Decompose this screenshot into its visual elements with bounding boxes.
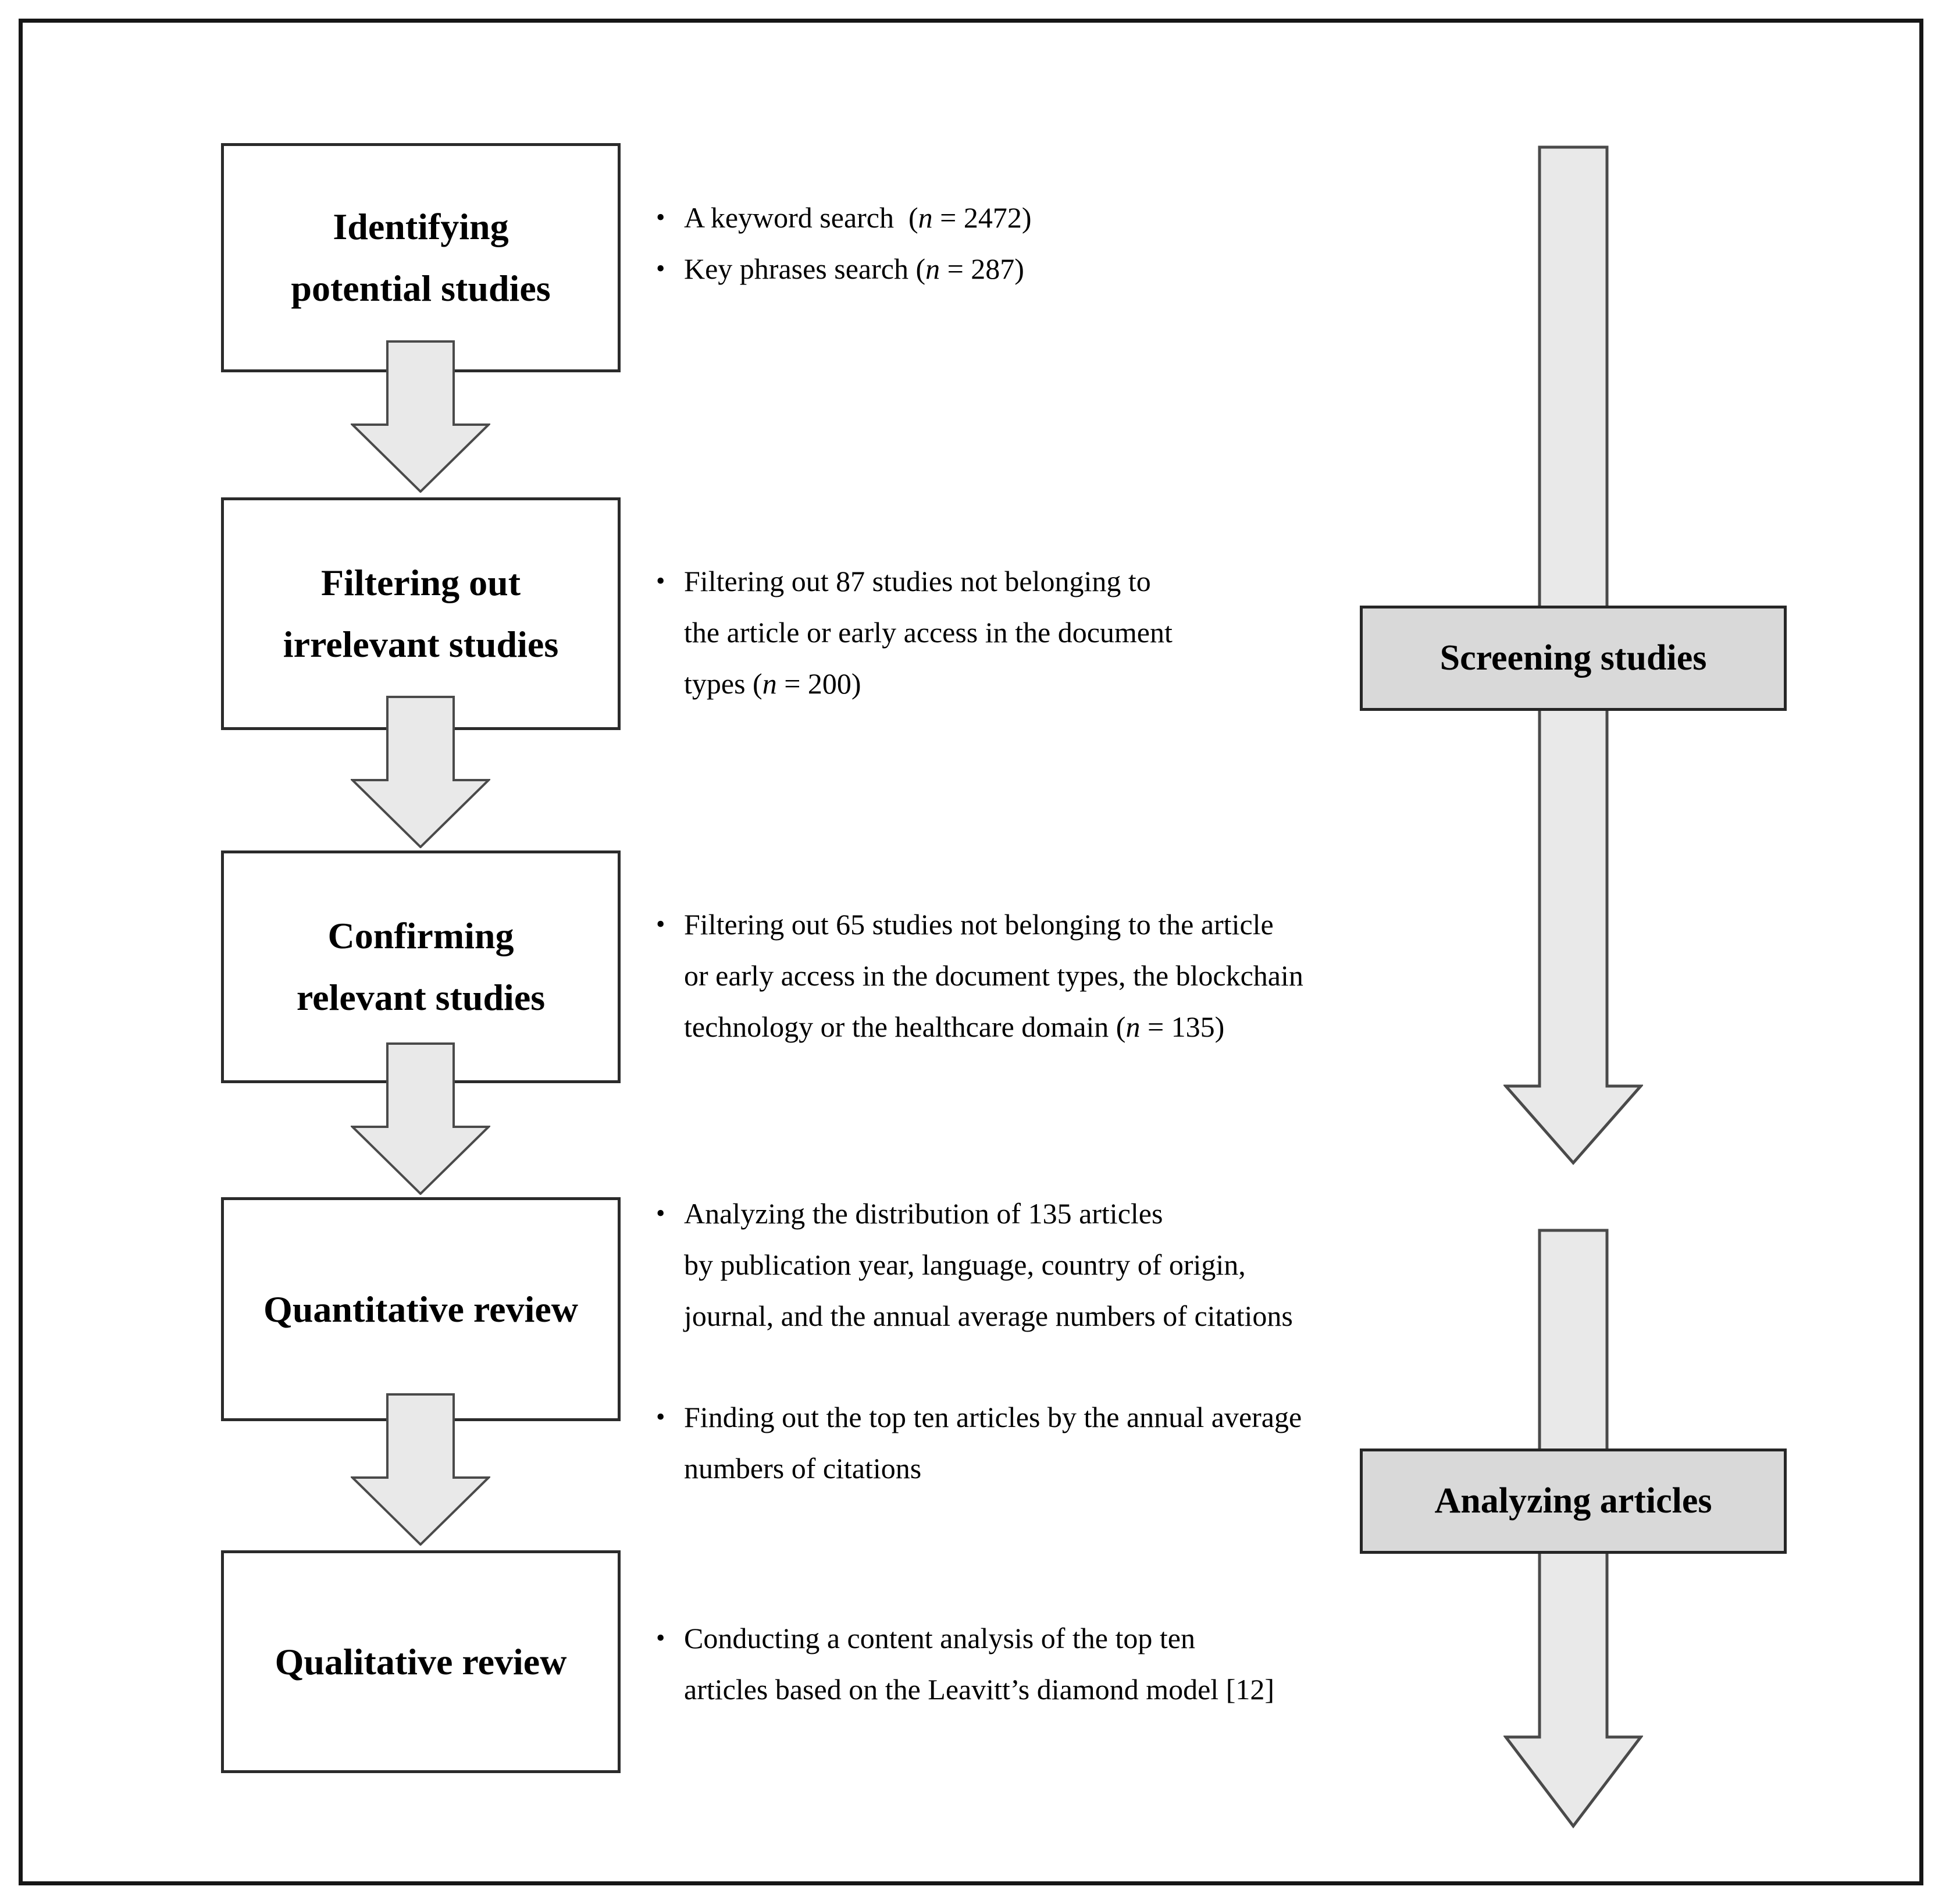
bullet-icon: • [656, 254, 665, 283]
down-arrow-step3-step4 [351, 1042, 490, 1195]
bullets-identifying: • A keyword search (n = 2472) • Key phra… [656, 192, 1482, 294]
bullets-confirming: • Filtering out 65 studies not belonging… [656, 899, 1482, 1052]
bullet-filtering-87: • Filtering out 87 studies not belonging… [656, 556, 1482, 709]
bullet-analyzing-distribution: • Analyzing the distribution of 135 arti… [656, 1188, 1482, 1341]
bullet-icon: • [656, 910, 665, 938]
step-box-quantitative-review: Quantitative review [221, 1197, 621, 1421]
phase-label-text: Analyzing articles [1434, 1481, 1712, 1521]
bullets-filtering-out: • Filtering out 87 studies not belonging… [656, 556, 1482, 709]
bullet-icon: • [656, 1199, 665, 1227]
bullet-icon: • [656, 203, 665, 232]
bullet-icon: • [656, 567, 665, 595]
down-arrow-step2-step3 [351, 696, 490, 848]
bullet-icon: • [656, 1624, 665, 1652]
bullet-key-phrases-search: • Key phrases search (n = 287) [656, 243, 1482, 294]
bullets-quantitative-review: • Analyzing the distribution of 135 arti… [656, 1188, 1482, 1494]
bullet-icon: • [656, 1403, 665, 1431]
phase-label-text: Screening studies [1439, 638, 1707, 678]
bullet-content-analysis: • Conducting a content analysis of the t… [656, 1613, 1482, 1715]
down-arrow-step4-step5 [351, 1393, 490, 1546]
bullets-qualitative-review: • Conducting a content analysis of the t… [656, 1613, 1482, 1715]
step-title: Qualitative review [275, 1640, 567, 1682]
down-arrow-step1-step2 [351, 340, 490, 493]
bullet-finding-top-ten: • Finding out the top ten articles by th… [656, 1391, 1482, 1494]
bullet-filtering-65: • Filtering out 65 studies not belonging… [656, 899, 1482, 1052]
phase-label-analyzing-articles: Analyzing articles [1360, 1449, 1787, 1554]
step-title: Quantitative review [263, 1288, 578, 1330]
phase-label-screening-studies: Screening studies [1360, 606, 1787, 711]
step-box-qualitative-review: Qualitative review [221, 1550, 621, 1773]
bullet-keyword-search: • A keyword search (n = 2472) [656, 192, 1482, 243]
